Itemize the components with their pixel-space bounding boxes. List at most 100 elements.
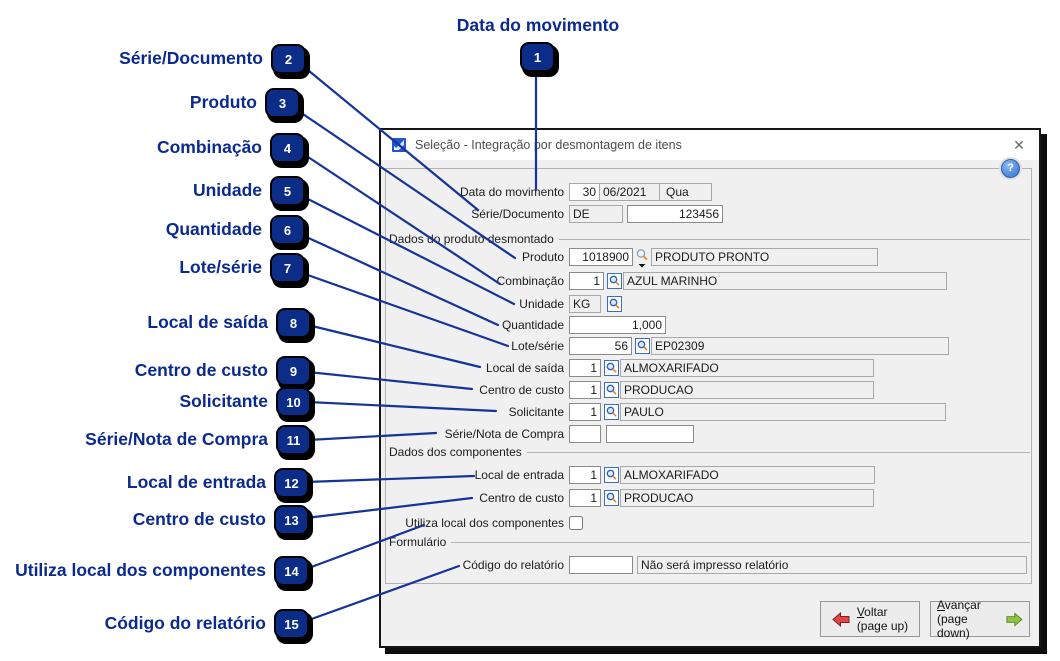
- field-label: Produto: [521, 250, 564, 264]
- local-saida-codigo-input[interactable]: [569, 359, 601, 377]
- field-label: Série/Nota de Compra: [444, 427, 564, 441]
- callout-label: Centro de custo: [134, 360, 268, 380]
- search-icon: [634, 338, 650, 354]
- callout-label: Centro de custo: [132, 509, 266, 529]
- row-combinacao: Combinação AZUL MARINHO: [391, 272, 947, 290]
- field-label: Data do movimento: [459, 185, 564, 199]
- callout-label: Unidade: [192, 180, 262, 200]
- local-saida-descricao: ALMOXARIFADO: [620, 359, 874, 377]
- serie-nota-serie-input[interactable]: [569, 425, 601, 443]
- lookup-button[interactable]: [634, 338, 650, 355]
- callout-badge: 11: [276, 425, 311, 455]
- callout-badge: 15: [274, 609, 309, 639]
- field-label: Solicitante: [508, 405, 564, 419]
- search-icon: [606, 296, 622, 312]
- dialog-window: Seleção - Integração por desmontagem de …: [379, 128, 1041, 648]
- lote-codigo-input[interactable]: [569, 337, 632, 355]
- close-icon[interactable]: ✕: [1013, 137, 1025, 153]
- serie-nota-numero-input[interactable]: [606, 425, 694, 443]
- field-label: Local de saída: [485, 361, 564, 375]
- search-icon: [606, 273, 622, 289]
- callout-badge: 9: [276, 356, 311, 386]
- lote-descricao: EP02309: [651, 337, 949, 355]
- field-label: Centro de custo: [479, 383, 564, 397]
- codigo-relatorio-descricao: Não será impresso relatório: [637, 556, 1027, 574]
- search-icon[interactable]: [635, 248, 651, 269]
- field-label: Quantidade: [501, 318, 564, 332]
- callout-label: Produto: [189, 92, 257, 112]
- search-icon: [603, 360, 619, 376]
- row-produto: Produto PRODUTO PRONTO: [391, 248, 878, 269]
- field-label: Centro de custo: [479, 491, 564, 505]
- dropdown-arrow-icon: [638, 264, 646, 268]
- solicitante-codigo-input[interactable]: [569, 403, 601, 421]
- centro-custo-saida-descricao: PRODUCAO: [620, 381, 874, 399]
- produto-codigo-input[interactable]: [569, 248, 633, 266]
- date-monthyear: 06/2021: [603, 185, 647, 199]
- title-bar[interactable]: Seleção - Integração por desmontagem de …: [381, 130, 1039, 160]
- field-label: Lote/série: [511, 339, 564, 353]
- lookup-button[interactable]: [606, 296, 622, 313]
- row-utiliza-local: Utiliza local dos componentes: [391, 514, 583, 532]
- row-unidade: Unidade KG: [391, 295, 622, 313]
- row-serie-documento: Série/Documento DE: [391, 205, 723, 223]
- lookup-button[interactable]: [603, 382, 619, 399]
- row-local-saida: Local de saída ALMOXARIFADO: [391, 359, 874, 377]
- local-entrada-codigo-input[interactable]: [569, 466, 601, 484]
- callout-badge: 1: [520, 42, 555, 72]
- avancar-label: Avançar (page down): [937, 598, 981, 640]
- date-weekday: Qua: [659, 184, 711, 200]
- avancar-button[interactable]: Avançar (page down): [930, 598, 1030, 640]
- search-icon: [603, 382, 619, 398]
- callout-label: Data do movimento: [456, 15, 620, 35]
- callout-badge: 13: [274, 505, 309, 535]
- produto-descricao: PRODUTO PRONTO: [651, 248, 878, 266]
- lookup-button[interactable]: [603, 360, 619, 377]
- row-codigo-relatorio: Código do relatório Não será impresso re…: [391, 556, 1027, 574]
- quantidade-input[interactable]: [569, 316, 666, 334]
- local-entrada-descricao: ALMOXARIFADO: [620, 466, 875, 484]
- callout-badge: 7: [270, 253, 305, 283]
- group-label: Dados dos componentes: [389, 445, 522, 459]
- callout-badge: 3: [265, 88, 300, 118]
- lookup-button[interactable]: [603, 467, 619, 484]
- centro-custo-entrada-input[interactable]: [569, 489, 601, 507]
- lookup-button[interactable]: [603, 404, 619, 421]
- row-data-movimento: Data do movimento 30 06/2021 Qua: [391, 183, 712, 201]
- callout-badge: 5: [270, 176, 305, 206]
- voltar-button[interactable]: Voltar (page up): [820, 601, 920, 637]
- callout-label: Código do relatório: [104, 613, 266, 633]
- combinacao-descricao: AZUL MARINHO: [623, 272, 947, 290]
- combinacao-codigo-input[interactable]: [569, 272, 604, 290]
- lookup-button[interactable]: [603, 490, 619, 507]
- callout-label: Local de saída: [147, 312, 268, 332]
- callout-badge: 6: [270, 215, 305, 245]
- centro-custo-entrada-descricao: PRODUCAO: [620, 489, 874, 507]
- group-rule: [451, 541, 1030, 543]
- group-produto-desmontado: Dados do produto desmontado: [389, 232, 1030, 246]
- window-title: Seleção - Integração por desmontagem de …: [415, 138, 682, 152]
- group-rule: [558, 238, 1030, 240]
- codigo-relatorio-input[interactable]: [569, 556, 633, 574]
- field-label: Utiliza local dos componentes: [405, 516, 564, 530]
- callout-badge: 12: [274, 468, 309, 498]
- row-local-entrada: Local de entrada ALMOXARIFADO: [391, 466, 875, 484]
- voltar-label: Voltar (page up): [856, 605, 909, 633]
- help-icon[interactable]: ?: [1001, 159, 1020, 178]
- group-label: Dados do produto desmontado: [389, 232, 554, 246]
- solicitante-descricao: PAULO: [620, 403, 946, 421]
- field-label: Código do relatório: [462, 558, 564, 572]
- row-lote-serie: Lote/série EP02309: [391, 337, 949, 355]
- utiliza-local-checkbox[interactable]: [569, 516, 583, 530]
- app-icon: [392, 138, 406, 152]
- lookup-button[interactable]: [606, 273, 622, 290]
- date-day-input[interactable]: 30: [570, 184, 600, 200]
- callout-label: Lote/série: [179, 257, 262, 277]
- field-label: Unidade: [519, 297, 564, 311]
- row-serie-nota-compra: Série/Nota de Compra: [391, 425, 694, 443]
- documento-input[interactable]: [627, 205, 723, 223]
- arrow-right-icon: [1006, 611, 1023, 627]
- centro-custo-saida-input[interactable]: [569, 381, 601, 399]
- row-solicitante: Solicitante PAULO: [391, 403, 946, 421]
